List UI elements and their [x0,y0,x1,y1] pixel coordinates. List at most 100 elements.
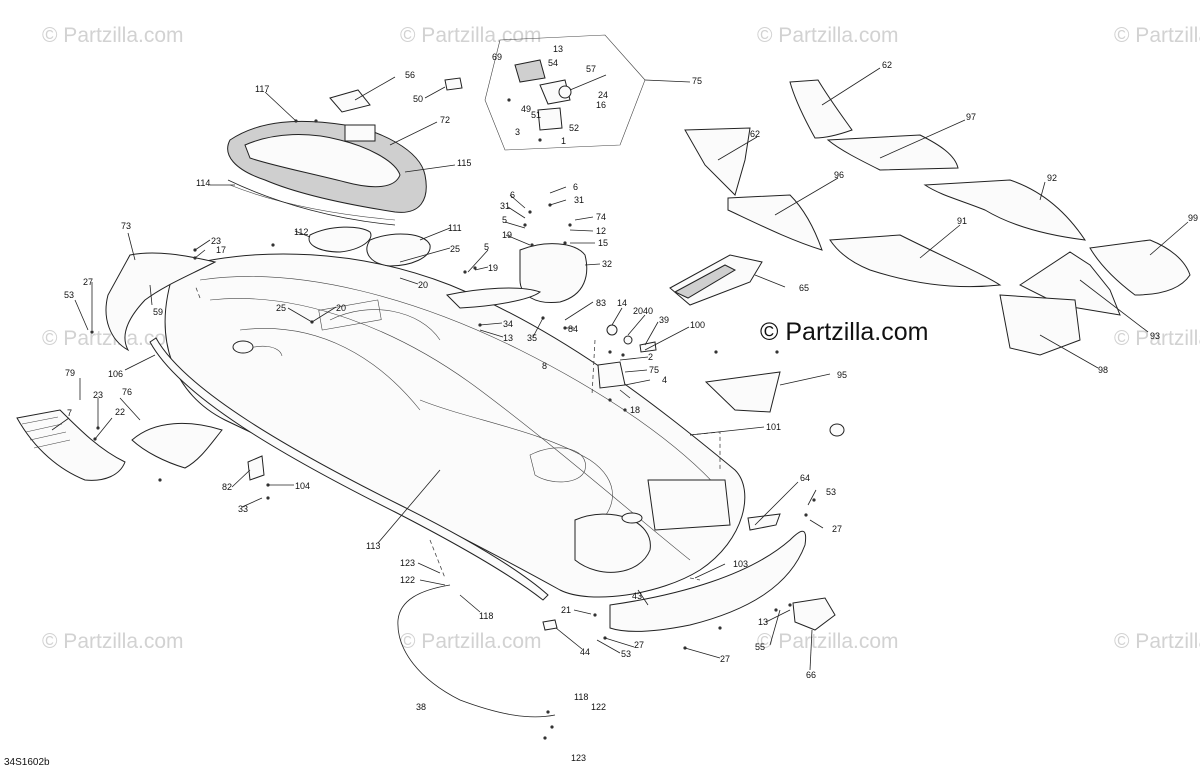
cover-56-part [329,89,371,113]
callout-82: 82 [222,482,232,492]
callout-91: 91 [957,216,967,226]
callout-numbers: 117 56 50 72 115 114 69 13 54 57 24 16 4… [64,44,1198,763]
watermark: © Partzilla.com [1114,24,1200,47]
callout-115: 115 [457,158,471,168]
callout-52: 52 [569,123,579,133]
callout-100: 100 [690,320,705,330]
callout-73: 73 [121,221,131,231]
callout-59: 59 [153,307,163,317]
mat-96-part [727,194,823,251]
callout-27: 27 [832,524,842,534]
mat-99-part [1089,239,1191,296]
callout-101: 101 [766,422,781,432]
callout-13: 13 [503,333,513,343]
callout-95: 95 [837,370,847,380]
callout-1: 1 [561,136,566,146]
callout-53: 53 [621,649,631,659]
callout-49: 49 [521,104,531,114]
partzilla-brand-label: © Partzilla.com [760,318,929,346]
clip-50-part [444,77,463,91]
side-panel-73-part [105,252,217,352]
hull-part [164,253,746,598]
watermark: © Partzilla.com [42,24,184,47]
grille-79-part [16,409,126,481]
callout-69: 69 [492,52,502,62]
mat-98-part [999,294,1081,356]
callout-6: 6 [510,190,515,200]
callout-2: 2 [648,352,653,362]
callout-56: 56 [405,70,415,80]
callout-75: 75 [649,365,659,375]
callout-122: 122 [400,575,415,585]
cap-101-part [829,423,845,437]
callout-25: 25 [276,303,286,313]
callout-13: 13 [758,617,768,627]
callout-31: 31 [500,201,510,211]
callout-38: 38 [416,702,426,712]
callout-16: 16 [596,100,606,110]
bracket-82-part [247,455,265,481]
vent-76-part [131,422,223,469]
steering-assembly-part [484,34,646,151]
trim-64-part [747,513,781,531]
callout-43: 43 [632,591,642,601]
callout-92: 92 [1047,173,1057,183]
callout-18: 18 [630,405,640,415]
bumper-43-part [609,530,807,632]
callout-123: 123 [571,753,586,763]
callout-13: 13 [553,44,563,54]
callout-112: 112 [294,227,308,237]
watermark: © Partzilla.com [42,327,184,350]
callout-103: 103 [733,559,748,569]
callout-19: 19 [502,230,512,240]
callout-25: 25 [450,244,460,254]
callout-35: 35 [527,333,537,343]
callout-33: 33 [238,504,248,514]
callout-65: 65 [799,283,809,293]
leader-lines [51,67,1189,671]
callout-51: 51 [531,110,541,120]
callout-22: 22 [115,407,125,417]
watermark: © Partzilla.com [757,24,899,47]
mat-91-part [829,234,1002,288]
callout-7: 7 [67,408,72,418]
callout-8: 8 [542,361,547,371]
callout-117: 117 [255,84,269,94]
callout-54: 54 [548,58,558,68]
callout-3: 3 [515,127,520,137]
callout-23: 23 [211,236,221,246]
callout-93: 93 [1150,331,1160,341]
callout-122: 122 [591,702,606,712]
callout-20: 20 [418,280,428,290]
callout-83: 83 [596,298,606,308]
callout-15: 15 [598,238,608,248]
callout-24: 24 [598,90,608,100]
callout-2040: 2040 [633,306,653,316]
callout-53: 53 [64,290,74,300]
top-deck-part [227,120,427,221]
callout-106: 106 [108,369,123,379]
callout-4: 4 [662,375,667,385]
watermark: © Partzilla.com [400,24,542,47]
mat-62-lower-part [684,127,751,196]
callout-118: 118 [479,611,493,621]
callout-74: 74 [596,212,606,222]
callout-96: 96 [834,170,844,180]
callout-34: 34 [503,319,513,329]
callout-55: 55 [755,642,765,652]
seal-114-part [227,179,396,226]
callout-27: 27 [720,654,730,664]
diagram-id: 34S1602b [4,757,50,768]
callout-123: 123 [400,558,415,568]
callout-62: 62 [750,129,760,139]
callout-17: 17 [216,245,226,255]
callout-53: 53 [826,487,836,497]
watermark: © Partzilla.com [400,630,542,653]
callout-23: 23 [93,390,103,400]
callout-57: 57 [586,64,596,74]
clip-44-part [542,619,558,631]
callout-39: 39 [659,315,669,325]
mat-62-upper-part [789,79,853,139]
callout-114: 114 [196,178,210,188]
